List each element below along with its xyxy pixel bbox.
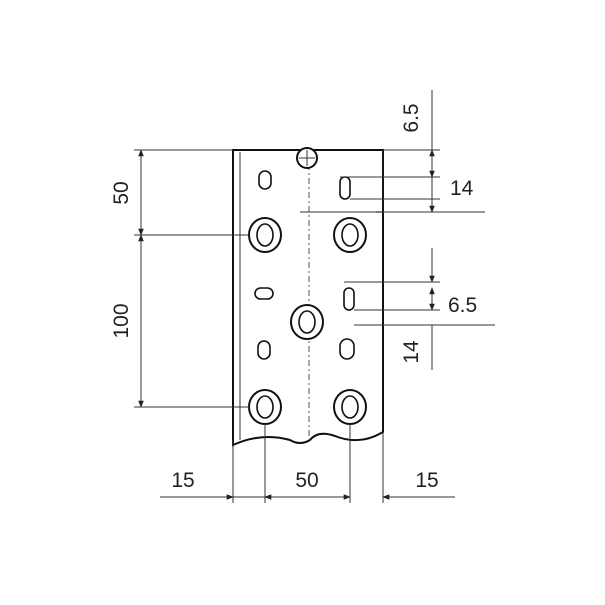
slot-top-right	[339, 176, 351, 200]
dimension-right-middle: 6.5 14	[344, 248, 495, 370]
dim-bottom-center-label: 50	[295, 469, 318, 492]
dim-right-top-slot-label: 14	[450, 177, 474, 200]
slot-middle-left-lower	[257, 340, 271, 360]
dim-right-mid-slot-label: 14	[400, 340, 423, 364]
dim-bottom-right-label: 15	[415, 469, 438, 492]
screw-hole-center	[290, 304, 324, 340]
slot-top-left	[258, 170, 272, 190]
dimension-right-top: 6.5 14	[300, 90, 485, 213]
dim-right-mid-offset-label: 6.5	[448, 294, 477, 317]
dimension-left: 50 100	[110, 149, 249, 408]
dim-left-top-label: 50	[110, 181, 133, 204]
screw-hole-left-bottom	[248, 389, 282, 425]
screw-head-top	[296, 147, 318, 169]
dim-bottom-left-label: 15	[171, 469, 194, 492]
dim-right-top-offset-label: 6.5	[400, 103, 423, 132]
slot-middle-left-upper	[254, 287, 274, 300]
screw-hole-left-top	[248, 217, 282, 253]
dim-left-spacing-label: 100	[110, 303, 133, 338]
screw-hole-right-top	[333, 217, 367, 253]
slot-middle-right	[343, 287, 355, 311]
slot-bottom-right	[339, 338, 355, 360]
screw-hole-right-bottom	[333, 389, 367, 425]
dimension-bottom: 15 50 15	[160, 424, 455, 503]
